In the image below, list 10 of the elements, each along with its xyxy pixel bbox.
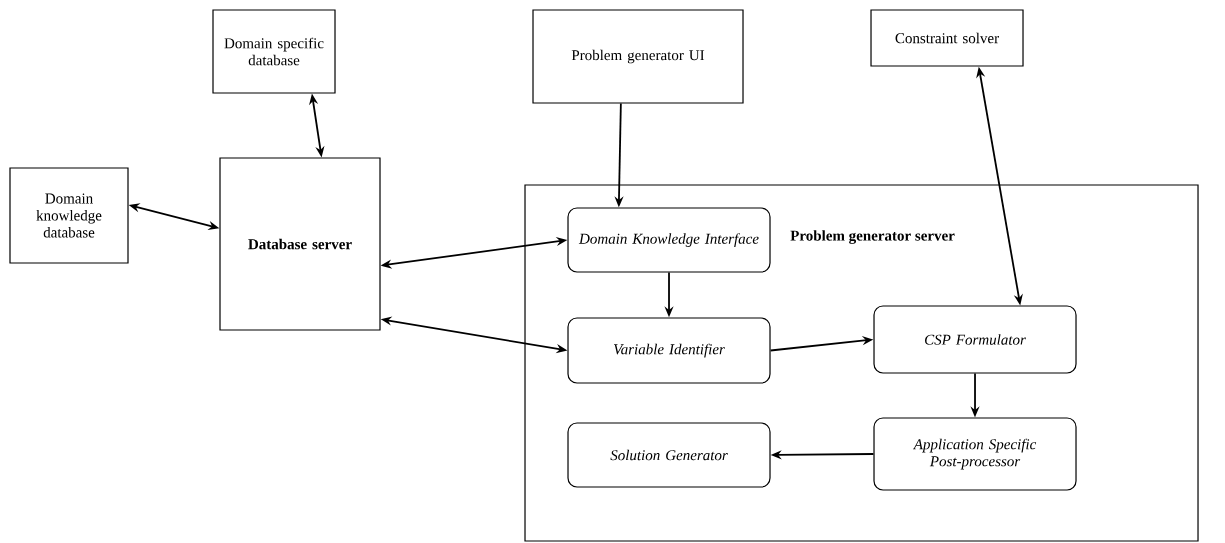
component-box: Problem generator UI: [532, 9, 744, 104]
process-box: Domain Knowledge Interface: [567, 207, 771, 273]
component-box: Database server: [219, 157, 381, 331]
process-box: Application Specific Post-processor: [873, 417, 1077, 491]
component-box: Constraint solver: [870, 9, 1024, 67]
process-box: Solution Generator: [567, 422, 771, 488]
component-box: Domain specific database: [212, 9, 336, 94]
component-box: Domain knowledge database: [9, 167, 129, 264]
process-box: Variable Identifier: [567, 317, 771, 384]
process-box: CSP Formulator: [873, 305, 1077, 374]
